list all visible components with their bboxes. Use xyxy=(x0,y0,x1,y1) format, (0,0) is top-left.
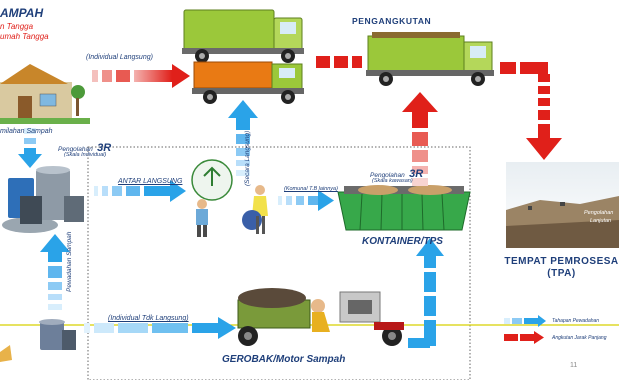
dump-truck-icon xyxy=(192,62,304,104)
label-individual-tidak-langsung: (Individual Tdk Langsung) xyxy=(108,315,189,322)
label-tpa: TEMPAT PEMROSESA (TPA) xyxy=(504,256,619,280)
label-individual-direct: (Individual Langsung) xyxy=(86,54,153,61)
subtitle-red-1: n Tangga xyxy=(0,22,33,31)
tpa-photo-text-1: Pengolahan xyxy=(584,210,613,216)
title-partial: AMPAH xyxy=(0,6,43,20)
person-carrying-recycle-bag-icon xyxy=(192,160,232,237)
label-komunal: (Komunal T.B lainnya) xyxy=(284,186,338,192)
compactor-truck-icon xyxy=(182,10,304,63)
label-secara-langsung: (Secara Langsung) xyxy=(244,131,251,186)
legend-blue-label: Tahapan Pewadahan xyxy=(552,318,599,324)
transport-truck-icon xyxy=(366,32,494,86)
page-number: 11 xyxy=(570,362,577,369)
pengolahan-right-sub: (Skala kawasan) xyxy=(372,178,413,184)
arrow-truck-to-transport-red xyxy=(316,56,362,68)
legend-red-label: Angkutan Jarak Panjang xyxy=(552,335,606,341)
pengolahan-left-sub: (Skala Individual) xyxy=(64,152,106,158)
landfill-photo xyxy=(506,162,619,248)
waste-cart-icon xyxy=(238,288,404,346)
person-with-bin-icon xyxy=(242,185,268,234)
arrow-person-to-truck-blue xyxy=(228,100,258,176)
subtitle-red-2: umah Tangga xyxy=(0,32,49,41)
arrow-direct-red xyxy=(92,64,190,88)
label-antar-langsung: ANTAR LANGSUNG xyxy=(118,178,182,185)
label-pengangkutan: PENGANGKUTAN xyxy=(352,16,431,26)
tpa-photo-text-2: Lanjutan xyxy=(590,218,611,224)
label-tpa-line2: (TPA) xyxy=(504,268,619,280)
label-gerobak: GEROBAK/Motor Sampah xyxy=(222,354,345,365)
container-icon xyxy=(338,185,470,230)
legend-red-swatch xyxy=(504,331,544,344)
arrow-cart-to-container-blue xyxy=(408,238,444,348)
arrow-komunal-blue xyxy=(278,190,334,211)
arrow-transport-to-tpa-red xyxy=(500,62,562,160)
house-icon xyxy=(0,64,90,124)
label-pemilahan: milahan Sampah xyxy=(0,128,53,135)
trash-bins-icon xyxy=(2,166,84,233)
label-kontainer: KONTAINER/TPS xyxy=(362,236,443,247)
label-pewadahan: Pewadahan Sampah xyxy=(66,232,73,292)
label-tpa-line1: TEMPAT PEMROSESA xyxy=(504,256,619,268)
